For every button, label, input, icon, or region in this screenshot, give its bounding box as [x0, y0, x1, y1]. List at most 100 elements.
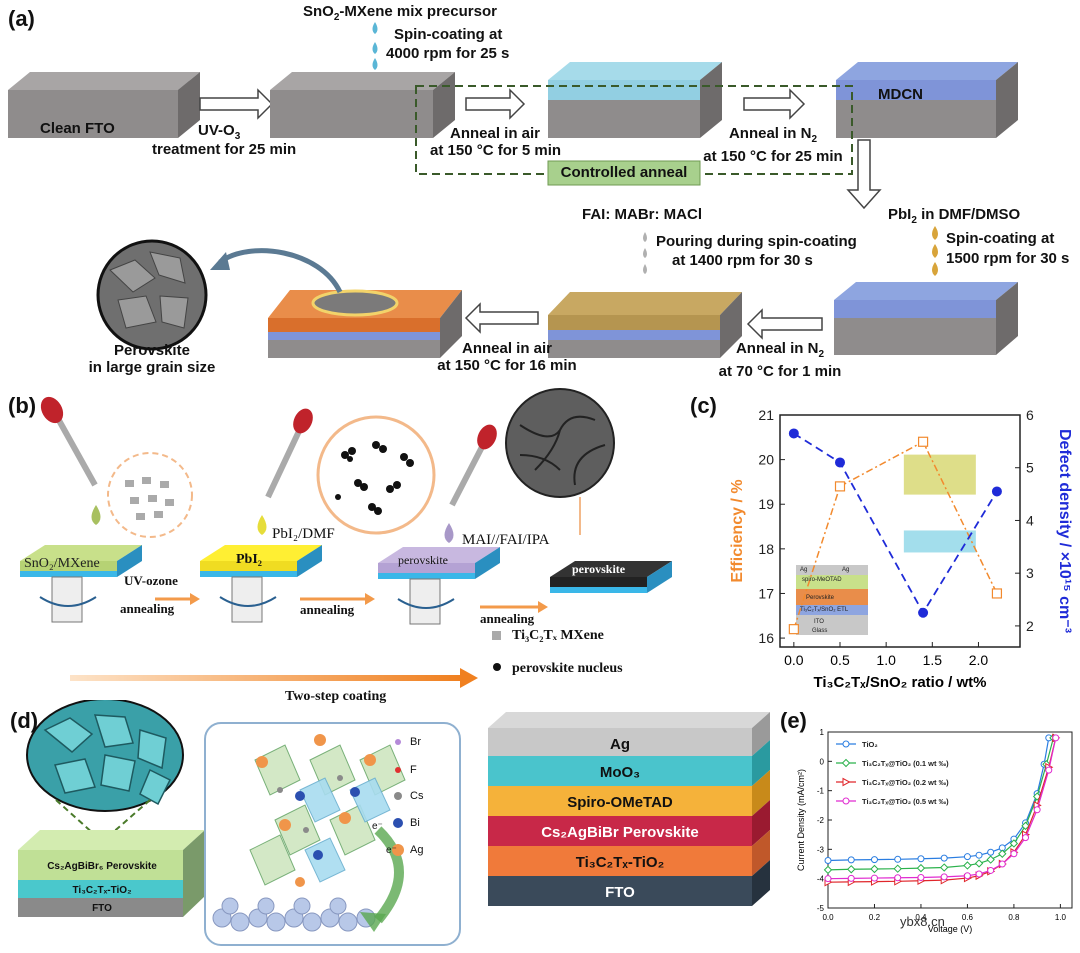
panel-c-label: (c) [690, 393, 717, 418]
jv-point [917, 855, 925, 863]
efficiency-point [788, 624, 799, 635]
y-tick-label: -3 [817, 845, 825, 854]
jv-point [975, 870, 983, 878]
legend-marker [841, 758, 851, 768]
label-pbi2-layer: PbI₂ [236, 552, 262, 567]
inset-perovskite [796, 589, 868, 605]
x-axis-label: Ti₃C₂Tₓ/SnO₂ ratio / wt% [814, 674, 987, 691]
inset-spiro [796, 575, 868, 589]
defect-point [788, 428, 799, 439]
jv-point [847, 856, 855, 864]
defect-point [918, 607, 929, 618]
x-tick-label: 2.0 [969, 652, 989, 668]
label-pouring-l2: at 1400 rpm for 30 s [672, 252, 813, 269]
label-fai-mabr-macl: FAI: MABr: MACl [582, 206, 702, 223]
y2-tick-label: 3 [1026, 565, 1034, 581]
sem-circle [96, 239, 208, 351]
substrate-clean-fto [8, 72, 200, 138]
jv-point [824, 875, 832, 883]
jv-point [940, 854, 948, 862]
label-perovskite-layer: perovskite [398, 553, 448, 567]
jv-point [986, 855, 995, 864]
stage-4 [550, 561, 672, 593]
inset-layer-label: Ti₃C₂Tₓ/SnO₂ ETL [800, 607, 849, 613]
legend-marker [842, 797, 850, 805]
label-controlled-anneal: Controlled anneal [560, 164, 688, 181]
label-uv-ozone: UV-ozone [124, 573, 178, 588]
legend-label: TiO₂ [862, 740, 878, 749]
label-spin2-l2: 1500 rpm for 30 s [946, 250, 1070, 267]
jv-point [939, 863, 949, 872]
y-tick-label: 18 [758, 541, 774, 557]
label-uv-o3: UV-O3 [198, 122, 241, 142]
jv-point [894, 855, 902, 863]
inset-layer-label: Ag [800, 567, 807, 573]
x-tick-label: 1.0 [876, 652, 896, 668]
x-tick-label: 0.2 [869, 913, 881, 922]
x-tick-label: 0.8 [1008, 913, 1020, 922]
device-stack [488, 712, 770, 906]
label-spin2-l1: Spin-coating at [946, 230, 1055, 247]
legend-label: Ti₃C₂Tₓ@TiO₂ (0.2 wt ‰) [862, 778, 949, 787]
legend-mxene: Ti₃C₂Tₓ MXene [512, 628, 604, 643]
panel-b-graphics [20, 388, 672, 688]
y-tick-label: 19 [758, 496, 774, 512]
device-layer-moo3: MoO₃ [599, 764, 641, 781]
jv-point [870, 874, 878, 882]
device-layer-fto: FTO [605, 884, 635, 901]
legend-label: Ti₃C₂Tₓ@TiO₂ (0.1 wt ‰) [862, 759, 949, 768]
y-tick-label: 16 [758, 630, 774, 646]
inset-layer-label: Glass [812, 628, 827, 634]
label-annealing-2: annealing [300, 602, 355, 617]
stack-left-perovskite: Cs₂AgBiBr₆ Perovskite [47, 861, 157, 872]
y-axis-label: Current Density (mA/cm²) [796, 769, 806, 871]
substrate-pbi2 [834, 282, 1018, 355]
jv-point [1033, 806, 1041, 814]
pipette-1 [40, 396, 98, 487]
jv-point [963, 872, 971, 880]
substrate-light-blue [548, 62, 722, 138]
y-tick-label: -1 [817, 787, 825, 796]
substrate-gold [548, 292, 742, 358]
x-axis-label: Voltage (V) [928, 924, 973, 934]
legend-ag: Ag [410, 844, 424, 856]
jv-point [987, 848, 995, 856]
panel-a-graphics [8, 22, 1018, 358]
jv-point [1010, 850, 1018, 858]
legend-cs: Cs [410, 790, 424, 802]
y-tick-label: 21 [758, 407, 774, 423]
legend-perovskite-nucleus: perovskite nucleus [512, 661, 623, 676]
y-tick-label: 1 [820, 728, 825, 737]
defect-point [991, 486, 1002, 497]
label-uv-treatment: treatment for 25 min [152, 141, 297, 158]
x-tick-label: 0.5 [830, 652, 850, 668]
x-tick-label: 0.0 [822, 913, 834, 922]
x-tick-label: 1.5 [923, 652, 943, 668]
device-layer-perovskite: Cs₂AgBiBr Perovskite [541, 824, 699, 841]
panel-a-label: (a) [8, 6, 35, 31]
label-two-step-coating: Two-step coating [285, 689, 387, 704]
stage-2 [200, 545, 322, 623]
device-layer-spiro: Spiro-OMeTAD [567, 794, 673, 811]
substrate-gray-2 [270, 72, 455, 138]
jv-point [975, 851, 983, 859]
label-perovskite-final: perovskite [572, 562, 626, 576]
jv-point [1021, 821, 1030, 831]
jv-point [870, 864, 879, 874]
legend-br: Br [410, 736, 421, 748]
x-tick-label: 0.4 [915, 913, 927, 922]
device-layer-ti3c2tx: Ti₃C₂Tₓ-TiO₂ [575, 854, 665, 871]
label-mix-precursor: SnO2-MXene mix precursor [303, 3, 497, 23]
efficiency-point [991, 588, 1003, 599]
y-tick-label: -5 [817, 904, 825, 913]
stage-1 [20, 545, 142, 623]
panel-b-label: (b) [8, 393, 37, 418]
y-tick-label: -4 [817, 875, 825, 884]
pipette-3 [449, 424, 497, 507]
jv-point [823, 865, 833, 875]
y-axis-label: Efficiency / % [729, 479, 746, 582]
inset-layer-label: spiro-MeOTAD [802, 577, 842, 583]
